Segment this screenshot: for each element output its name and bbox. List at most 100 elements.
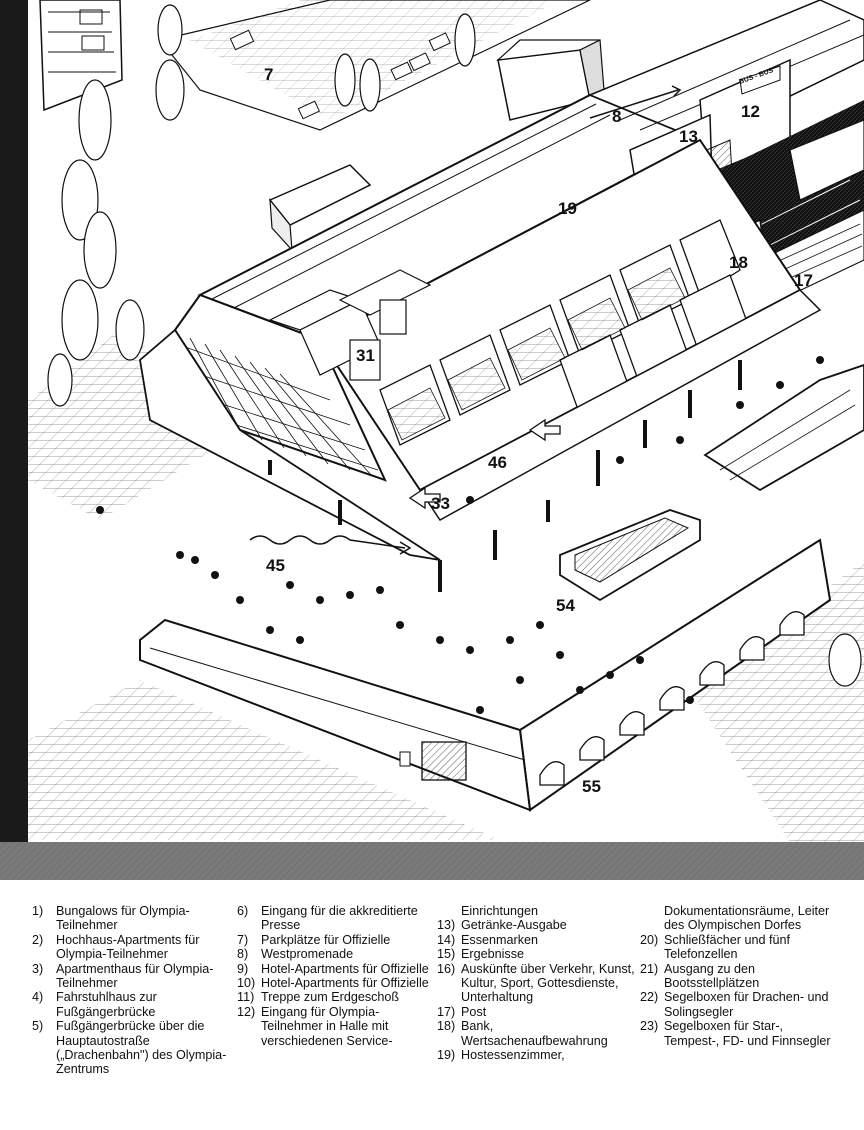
legend-item: 11) Treppe zum Erdgeschoß: [237, 990, 434, 1004]
legend-item: 19) Hostessenzimmer,: [437, 1048, 637, 1062]
legend-item-text: Treppe zum Erdgeschoß: [261, 990, 400, 1005]
legend-item: 2) Hochhaus-Apartments für Olympia-Teilne…: [32, 933, 237, 962]
legend-item: 4) Fahrstuhlhaus zur Fußgängerbrücke: [32, 990, 237, 1019]
legend-item-text: Getränke-Ausgabe: [461, 918, 567, 933]
legend-item: 23) Segelboxen für Star-, Tempest-, FD- u…: [640, 1019, 840, 1048]
legend-item: 18) Bank, Wertsachenaufbewahrung: [437, 1019, 637, 1048]
legend-item-text: Essenmarken: [461, 932, 538, 947]
legend-item-number: 10): [237, 976, 256, 991]
legend-item-number: 1): [32, 904, 44, 918]
legend-item-number: 19): [437, 1048, 456, 1063]
legend-item: 21) Ausgang zu den Bootsstellplätzen: [640, 962, 840, 991]
pedestrians: [96, 356, 824, 714]
legend-item: 6) Eingang für die akkreditierte Presse: [237, 904, 434, 933]
paving-grid-bottom: [28, 680, 500, 840]
legend-column-3: Einrichtungen 13) Getränke-Ausgabe 14) Esse…: [437, 904, 637, 1062]
legend-item-text: Fahrstuhlhaus zur Fußgängerbrücke: [56, 990, 157, 1019]
legend-item-text: Fußgängerbrücke über die Hauptautostraße…: [56, 1019, 227, 1077]
legend-item: 14) Essenmarken: [437, 933, 637, 947]
legend-item-text: Post: [461, 1004, 487, 1019]
legend-item-text: Segelboxen für Star-, Tempest-, FD- und …: [664, 1019, 831, 1048]
legend-item-number: 9): [237, 961, 249, 976]
trees: [47, 4, 862, 687]
legend-item-number: 20): [640, 932, 659, 947]
paving-grid-left: [28, 330, 260, 520]
legend-item-number: 14): [437, 932, 456, 947]
legend-item-text: Parkplätze für Offizielle: [261, 932, 391, 947]
callout-13: 13: [679, 127, 698, 146]
legend-item-text: Schließfächer und fünf Telefonzellen: [664, 932, 791, 962]
page-left-border: [0, 0, 28, 880]
legend-item: 8) Westpromenade: [237, 947, 434, 961]
legend-item-text: Bungalows für Olympia-Teilnehmer: [56, 904, 190, 933]
highrise-building: [39, 0, 123, 112]
legend-item-number: 18): [437, 1019, 456, 1034]
legend-item-number: 13): [437, 918, 456, 933]
legend-item-text: Ausgang zu den Bootsstellplätzen: [664, 961, 760, 991]
legend-item-number: 21): [640, 961, 659, 976]
legend-item-text: Segelboxen für Drachen- und Solingsegler: [664, 990, 829, 1019]
legend-column-1: 1) Bungalows für Olympia-Teilnehmer 2) Hoch…: [32, 904, 237, 1077]
legend-item: 15) Ergebnisse: [437, 947, 637, 961]
legend-item-text: Westpromenade: [261, 947, 354, 962]
callout-12: 12: [741, 102, 760, 121]
legend-item-number: 7): [237, 932, 249, 947]
legend-item: 16) Auskünfte über Verkehr, Kunst, Kultur…: [437, 962, 637, 1005]
legend-item-text: Hochhaus-Apartments für Olympia-Teilnehm…: [56, 932, 200, 962]
callout-54: 54: [556, 596, 575, 615]
legend-item: 5) Fußgängerbrücke über die Hauptautostra…: [32, 1019, 237, 1077]
callout-18: 18: [729, 253, 748, 272]
legend-item-number: 22): [640, 990, 659, 1005]
callout-31: 31: [356, 346, 375, 365]
legend-continuation-3: Einrichtungen: [461, 904, 539, 918]
legend-item-number: 2): [32, 932, 44, 947]
legend-continuation-4: Dokumentationsräume, Leiter des Olympisc…: [664, 904, 830, 933]
support-columns: [268, 360, 742, 592]
legend-item-text: Bank, Wertsachenaufbewahrung: [461, 1019, 608, 1048]
callout-19: 19: [558, 199, 577, 218]
legend-item-text: Auskünfte über Verkehr, Kunst, Kultur, S…: [461, 961, 635, 1005]
legend-item: 22) Segelboxen für Drachen- und Solingseg…: [640, 990, 840, 1019]
legend-item-number: 4): [32, 990, 44, 1005]
legend-item: 20) Schließfächer und fünf Telefonzellen: [640, 933, 840, 962]
legend-item-number: 8): [237, 947, 249, 962]
legend-item-number: 23): [640, 1019, 659, 1034]
callout-55: 55: [582, 777, 601, 796]
legend-item-number: 11): [237, 990, 255, 1005]
pool: [559, 509, 701, 602]
legend-column-4: Dokumentationsräume, Leiter des Olympisc…: [640, 904, 840, 1048]
legend-item-number: 6): [237, 904, 249, 918]
apartment-cutaway-rooms: [268, 269, 432, 381]
callout-8: 8: [612, 107, 621, 126]
legend-item-number: 16): [437, 961, 456, 976]
legend-item-text: Hotel-Apartments für Offizielle: [261, 976, 429, 991]
legend-item-text: Eingang für die akkreditierte Presse: [261, 904, 418, 933]
legend-item-number: 17): [437, 1004, 456, 1019]
legend-item-text: Hostessenzimmer,: [461, 1048, 565, 1063]
callout-7: 7: [264, 65, 273, 84]
legend-item-text: Eingang für Olympia-Teilnehmer in Halle …: [261, 1004, 393, 1048]
legend-item-text: Hotel-Apartments für Offizielle: [261, 961, 429, 976]
legend-item-number: 5): [32, 1019, 44, 1034]
legend-item: 10) Hotel-Apartments für Offizielle: [237, 976, 434, 990]
legend-item-text: Apartmenthaus für Olympia-Teilnehmer: [56, 961, 214, 991]
legend-item: 13) Getränke-Ausgabe: [437, 918, 637, 932]
legend-item: 17) Post: [437, 1005, 637, 1019]
legend-item: 3) Apartmenthaus für Olympia-Teilnehmer: [32, 962, 237, 991]
legend-item-text: Ergebnisse: [461, 947, 525, 962]
legend-item-number: 15): [437, 947, 456, 962]
callout-45: 45: [266, 556, 285, 575]
legend-item-number: 12): [237, 1004, 256, 1019]
callout-33: 33: [431, 494, 450, 513]
callout-46: 46: [488, 453, 507, 472]
legend-item: 1) Bungalows für Olympia-Teilnehmer: [32, 904, 237, 933]
legend-item: 12) Eingang für Olympia-Teilnehmer in Hal…: [237, 1005, 434, 1048]
legend-item: 7) Parkplätze für Offizielle: [237, 933, 434, 947]
parking-deck: [158, 0, 591, 131]
callout-17: 17: [794, 271, 813, 290]
legend-item-number: 3): [32, 961, 44, 976]
legend-item: 9) Hotel-Apartments für Offizielle: [237, 962, 434, 976]
paving-grid-right: [690, 560, 864, 842]
isometric-building-illustration: BUS - BUS: [0, 0, 864, 880]
